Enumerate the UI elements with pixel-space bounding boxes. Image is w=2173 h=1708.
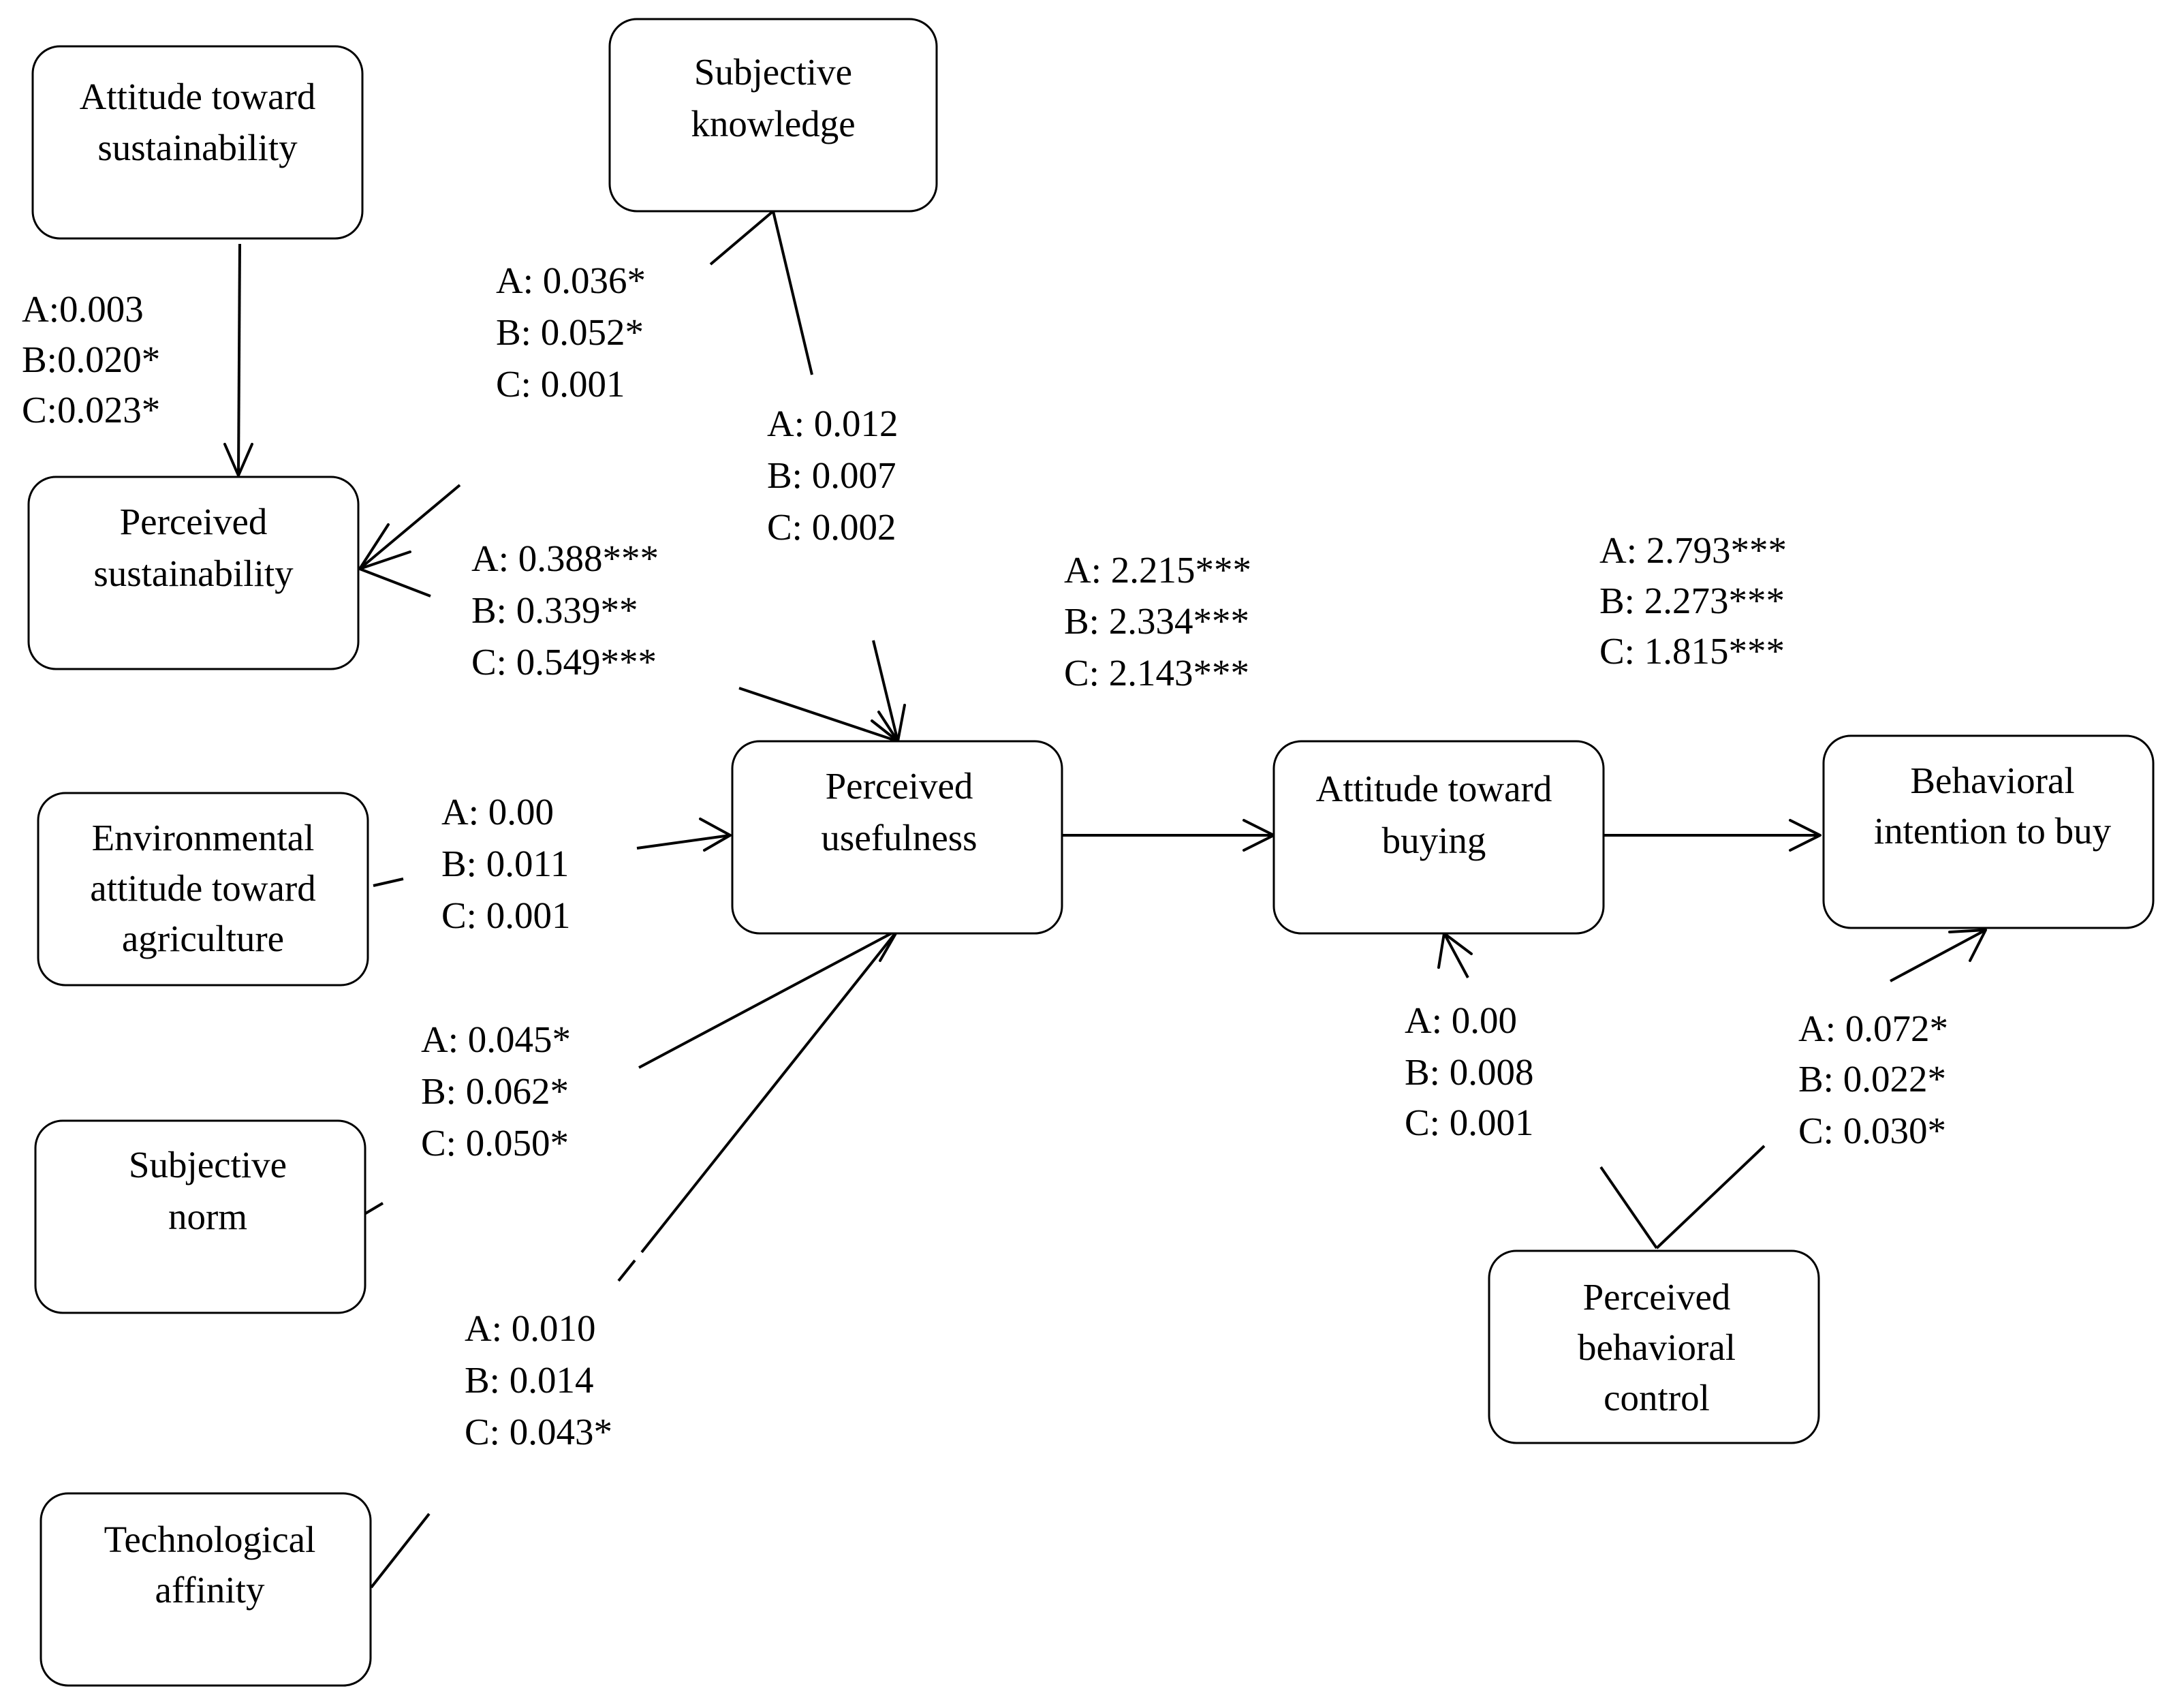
- coef-line: C: 0.001: [441, 895, 570, 936]
- node-label-line: Environmental: [92, 817, 315, 858]
- coef-line: B: 0.062*: [421, 1070, 569, 1112]
- coef-line: B: 0.007: [767, 454, 896, 496]
- coef-perceived-sustainability-to-perceived-usefulness: A: 0.388*** B: 0.339** C: 0.549***: [471, 538, 659, 683]
- coef-line: A: 2.793***: [1599, 529, 1787, 571]
- coef-line: A: 0.036*: [496, 260, 646, 301]
- coef-line: B: 0.011: [441, 843, 569, 884]
- coef-line: B: 2.334***: [1064, 600, 1249, 642]
- node-label-line: Attitude toward: [1316, 768, 1552, 809]
- node-label-line: Subjective: [694, 51, 852, 93]
- coef-line: A: 0.012: [767, 403, 898, 444]
- coef-line: C: 0.030*: [1798, 1110, 1946, 1151]
- coef-line: B:0.020*: [22, 339, 160, 380]
- node-label-line: agriculture: [122, 918, 284, 959]
- node-label-line: Attitude toward: [80, 76, 316, 117]
- coef-line: A: 0.045*: [421, 1019, 571, 1060]
- coef-line: C: 0.002: [767, 506, 896, 548]
- coef-perceived-behavioral-control-to-attitude-buying: A: 0.00 B: 0.008 C: 0.001: [1405, 999, 1533, 1143]
- node-label-line: knowledge: [691, 103, 855, 144]
- coef-line: B: 2.273***: [1599, 580, 1785, 621]
- coef-perceived-behavioral-control-to-behavioral-intention: A: 0.072* B: 0.022* C: 0.030*: [1798, 1008, 1948, 1151]
- coef-line: A:0.003: [22, 288, 144, 330]
- node-perceived-sustainability: Perceived sustainability: [27, 476, 360, 670]
- coef-line: B: 0.014: [465, 1359, 593, 1401]
- node-label-line: Technological: [104, 1519, 316, 1560]
- node-perceived-usefulness: Perceived usefulness: [731, 740, 1063, 935]
- coef-subjective-knowledge-to-perceived-usefulness: A: 0.012 B: 0.007 C: 0.002: [767, 403, 898, 548]
- node-label-line: behavioral: [1578, 1326, 1736, 1368]
- coef-line: C: 0.043*: [465, 1411, 612, 1453]
- coef-technological-affinity-to-perceived-usefulness: A: 0.010 B: 0.014 C: 0.043*: [465, 1307, 612, 1453]
- node-technological-affinity: Technological affinity: [40, 1492, 372, 1687]
- node-subjective-knowledge: Subjective knowledge: [608, 18, 938, 213]
- edge-perceived-behavioral-control-to-behavioral-intention: [1655, 929, 1987, 1249]
- coef-subjective-norm-to-perceived-usefulness: A: 0.045* B: 0.062* C: 0.050*: [421, 1019, 571, 1164]
- node-label-line: Subjective: [129, 1144, 287, 1185]
- coef-line: C:0.023*: [22, 389, 160, 431]
- node-label-line: affinity: [155, 1569, 265, 1611]
- edge-environmental-attitude-to-perceived-usefulness: [373, 818, 732, 887]
- node-environmental-attitude-toward-agriculture: Environmental attitude toward agricultur…: [37, 792, 369, 987]
- node-label-line: Perceived: [120, 501, 268, 542]
- coef-line: A: 0.388***: [471, 538, 659, 579]
- edge-perceived-usefulness-to-attitude-buying: [1061, 819, 1275, 852]
- node-label-line: sustainability: [93, 553, 294, 594]
- edge-attitude-buying-to-behavioral-intention: [1602, 819, 1822, 852]
- coef-line: C: 0.549***: [471, 641, 657, 683]
- node-label-line: Perceived: [826, 765, 973, 807]
- node-label-line: buying: [1382, 820, 1486, 861]
- node-attitude-toward-sustainability: Attitude toward sustainability: [31, 45, 364, 240]
- coef-line: C: 0.050*: [421, 1122, 569, 1164]
- node-label-line: norm: [168, 1196, 247, 1237]
- node-label-line: Behavioral: [1910, 760, 2074, 801]
- coef-line: B: 0.022*: [1798, 1058, 1946, 1100]
- coef-environmental-attitude-to-perceived-usefulness: A: 0.00 B: 0.011 C: 0.001: [441, 791, 570, 936]
- node-label-line: Perceived: [1583, 1276, 1731, 1318]
- edge-technological-affinity-to-perceived-usefulness: [370, 929, 899, 1589]
- coef-line: A: 2.215***: [1064, 549, 1251, 591]
- node-label-line: intention to buy: [1874, 810, 2112, 852]
- coef-line: A: 0.072*: [1798, 1008, 1948, 1049]
- coef-line: C: 0.001: [1405, 1102, 1533, 1143]
- coef-line: C: 2.143***: [1064, 652, 1249, 694]
- node-attitude-toward-buying: Attitude toward buying: [1272, 740, 1605, 935]
- coef-line: B: 0.052*: [496, 311, 644, 353]
- coef-line: A: 0.010: [465, 1307, 596, 1349]
- node-subjective-norm: Subjective norm: [34, 1119, 366, 1314]
- node-perceived-behavioral-control: Perceived behavioral control: [1488, 1249, 1820, 1444]
- coef-line: C: 1.815***: [1599, 630, 1785, 672]
- node-behavioral-intention-to-buy: Behavioral intention to buy: [1822, 734, 2155, 929]
- coef-line: C: 0.001: [496, 363, 625, 405]
- coef-subjective-knowledge-to-perceived-sustainability: A: 0.036* B: 0.052* C: 0.001: [496, 260, 646, 405]
- coef-attitude-buying-to-behavioral-intention: A: 2.793*** B: 2.273*** C: 1.815***: [1599, 529, 1787, 672]
- coef-line: B: 0.339**: [471, 589, 638, 631]
- coef-attitude-sustainability-to-perceived-sustainability: A:0.003 B:0.020* C:0.023*: [22, 288, 160, 431]
- node-label-line: sustainability: [97, 127, 298, 168]
- node-label-line: usefulness: [821, 817, 977, 858]
- node-label-line: attitude toward: [90, 867, 315, 909]
- node-label-line: control: [1604, 1377, 1710, 1418]
- edge-attitude-sustainability-to-perceived-sustainability: [223, 243, 253, 477]
- coef-perceived-usefulness-to-attitude-buying: A: 2.215*** B: 2.334*** C: 2.143***: [1064, 549, 1251, 694]
- coef-line: A: 0.00: [1405, 999, 1517, 1041]
- coef-line: B: 0.008: [1405, 1051, 1533, 1093]
- coef-line: A: 0.00: [441, 791, 554, 833]
